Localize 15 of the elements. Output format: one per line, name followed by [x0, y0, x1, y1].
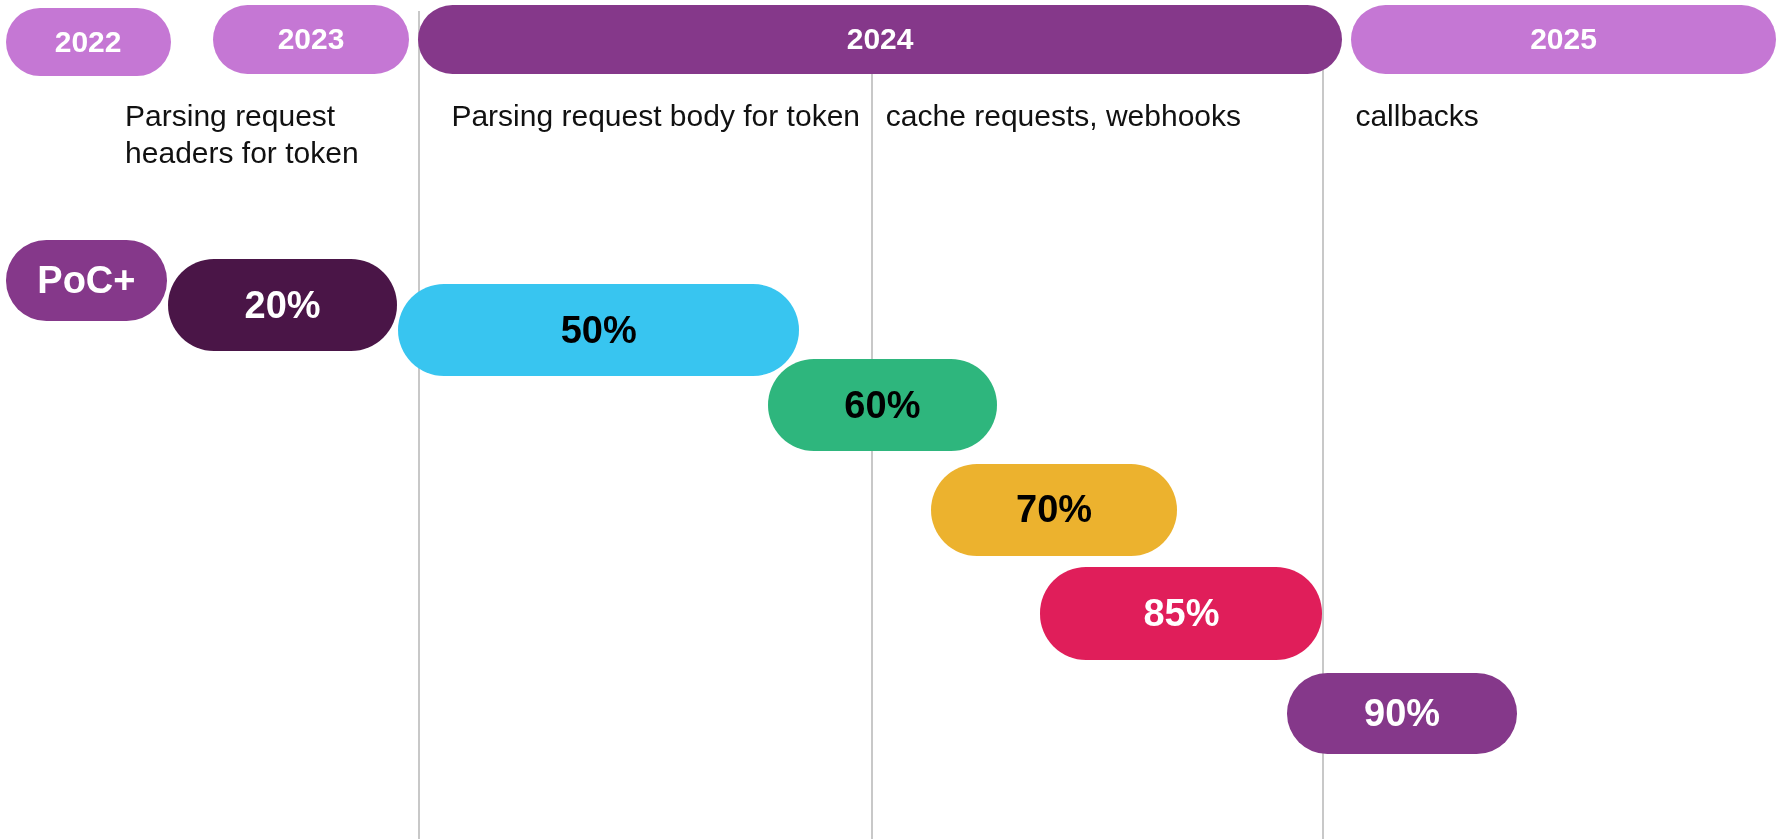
progress-pill: PoC+: [5, 239, 168, 321]
milestone-note: Parsing request body for token: [451, 97, 861, 134]
milestone-note: cache requests, webhooks: [885, 97, 1243, 134]
progress-pill: 70%: [931, 463, 1177, 557]
year-pill: 2025: [1350, 4, 1777, 74]
progress-pill: 90%: [1287, 673, 1517, 754]
milestone-note: Parsing request headers for token: [125, 97, 360, 171]
progress-pill: 20%: [168, 259, 397, 352]
year-pill: 2023: [212, 4, 410, 74]
year-pill: 2024: [418, 4, 1342, 74]
progress-pill: 50%: [398, 284, 800, 377]
progress-pill: 85%: [1040, 567, 1323, 660]
year-pill: 2022: [5, 7, 171, 77]
progress-pill: 60%: [767, 359, 998, 452]
milestone-note: callbacks: [1355, 97, 1480, 134]
